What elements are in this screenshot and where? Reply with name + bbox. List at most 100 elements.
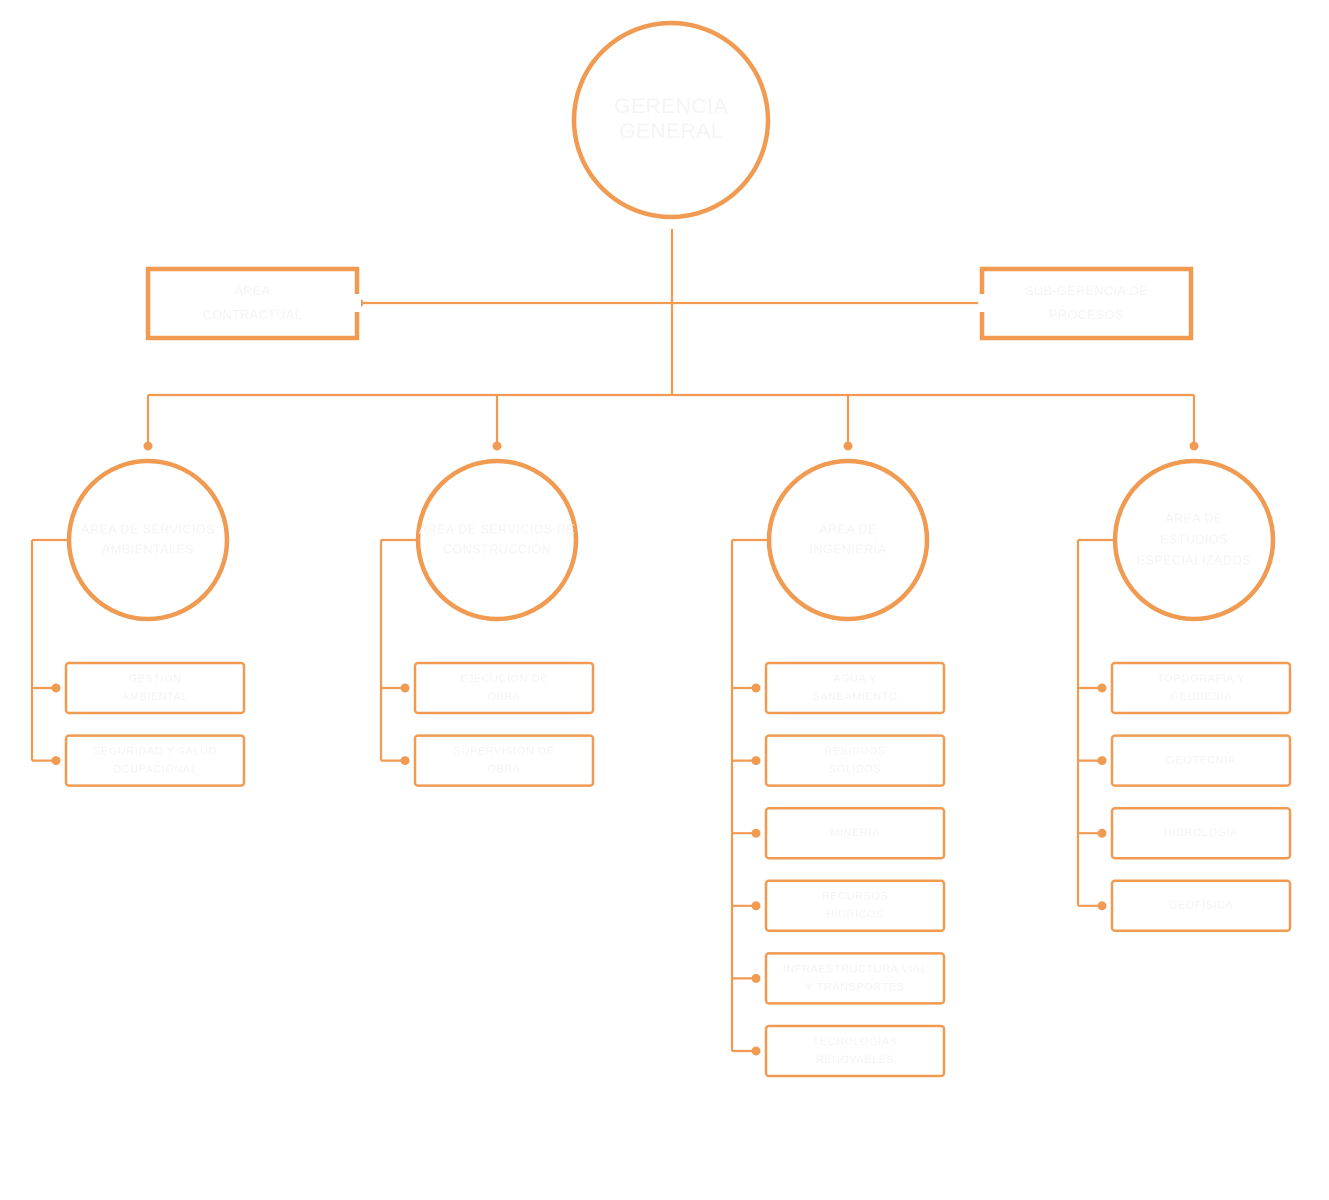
area-drop-dot	[843, 441, 853, 451]
area-node-4[interactable]: ÁREA DE ESTUDIOS ESPECIALIZADOS	[1112, 458, 1276, 622]
area-circle	[766, 458, 930, 622]
node-label-line: ÁREA DE	[819, 521, 877, 536]
staff-node-area-contractual[interactable]: ÁREA CONTRACTUAL	[145, 266, 361, 341]
area-circle	[415, 458, 579, 622]
area-node-1[interactable]: ÁREA DE SERVICIOS AMBIENTALES	[66, 458, 230, 622]
unit-branch-dot	[400, 683, 410, 693]
unit-branch-dot	[51, 756, 61, 766]
unit-branch-dot	[400, 756, 410, 766]
unit-node[interactable]: SEGURIDAD Y SALUD OCUPACIONAL	[64, 734, 246, 787]
node-label-line: MINERIA	[830, 827, 880, 839]
unit-box	[1110, 879, 1292, 933]
unit-branch-dot	[1097, 828, 1107, 838]
node-label-line: GENERAL	[619, 120, 723, 143]
unit-node[interactable]: EJECUCIÓN DE OBRA	[413, 661, 595, 715]
node-label-line: ÁREA DE	[1165, 510, 1223, 525]
unit-branch-dot	[751, 901, 761, 911]
unit-box	[413, 734, 595, 787]
node-label-line: AMBIENTAL	[122, 691, 188, 703]
area-node-3[interactable]: ÁREA DE INGENIERÍA	[766, 458, 930, 622]
staff-box-gap	[353, 294, 361, 312]
node-label-line: ÁREA	[234, 283, 270, 298]
node-label-line: SANEAMIENTO	[812, 691, 897, 703]
node-label-line: ÁREA DE SERVICIOS	[81, 521, 215, 536]
node-label-line: HIDROLOGÍA	[1164, 826, 1238, 839]
node-label-line: ESPECIALIZADOS	[1137, 553, 1252, 567]
area-node-2[interactable]: ÁREA DE SERVICIOS DE CONSTRUCCIÓN	[415, 458, 579, 622]
node-label-line: AGUA Y	[833, 673, 877, 685]
unit-node[interactable]: RECURSOS HÍDRICOS	[764, 879, 946, 933]
area-circle	[66, 458, 230, 622]
unit-box	[64, 661, 246, 715]
unit-box	[64, 734, 246, 787]
unit-box	[764, 1024, 946, 1078]
node-label-line: SUPERVISIÓN DE	[454, 745, 554, 758]
area-drop-dot	[143, 441, 153, 451]
node-label-line: Y TRANSPORTES	[806, 981, 905, 993]
node-label-line: OBRA	[487, 764, 520, 776]
unit-node[interactable]: MINERIA	[764, 806, 946, 860]
unit-node[interactable]: GESTIÓN AMBIENTAL	[64, 661, 246, 715]
unit-node[interactable]: SUPERVISIÓN DE OBRA	[413, 734, 595, 787]
unit-node[interactable]: TOPOGRAFÍA Y GEODESIA	[1110, 661, 1292, 715]
unit-branch-dot	[751, 828, 761, 838]
area-circle	[1112, 458, 1276, 622]
staff-box	[979, 266, 1194, 341]
node-label-line: SEGURIDAD Y SALUD	[93, 746, 217, 758]
unit-node[interactable]: RESIDUOS SÓLIDOS	[764, 734, 946, 787]
unit-branch-dot	[1097, 901, 1107, 911]
unit-box	[764, 879, 946, 933]
node-label-line: GEOFÍSICA	[1169, 899, 1234, 912]
connector-lines	[30, 229, 1199, 1056]
unit-box	[764, 952, 946, 1005]
unit-box	[1110, 734, 1292, 787]
node-label-line: SÓLIDOS	[829, 763, 881, 776]
node-label-line: ESTUDIOS	[1160, 532, 1228, 546]
unit-box	[413, 661, 595, 715]
node-label-line: RENOVABLES	[816, 1054, 895, 1066]
node-label-line: TOPOGRAFÍA Y	[1157, 672, 1245, 685]
node-label-line: RECURSOS	[822, 891, 888, 903]
node-label-line: INGENIERÍA	[809, 541, 886, 556]
node-label-line: AMBIENTALES	[102, 542, 194, 556]
staff-node-sub-gerencia-procesos[interactable]: SUB-GERENCIA DE PROCESOS	[978, 266, 1194, 341]
node-label-line: OBRA	[487, 691, 520, 703]
node-label-line: GESTIÓN	[128, 672, 181, 685]
unit-branch-dot	[1097, 756, 1107, 766]
node-label-line: GEOTECNIA	[1166, 755, 1235, 767]
unit-node[interactable]: AGUA Y SANEAMIENTO	[764, 661, 946, 715]
unit-branch-dot	[751, 683, 761, 693]
unit-branch-dot	[751, 973, 761, 983]
unit-box	[1110, 806, 1292, 860]
node-label-line: EJECUCIÓN DE	[460, 672, 548, 685]
node-label-line: PROCESOS	[1049, 308, 1124, 322]
unit-branch-dot	[751, 756, 761, 766]
unit-node[interactable]: HIDROLOGÍA	[1110, 806, 1292, 860]
node-label-line: GEODESIA	[1170, 691, 1232, 703]
unit-branch-dot	[1097, 683, 1107, 693]
unit-node[interactable]: GEOTECNIA	[1110, 734, 1292, 787]
node-label-line: CONTRACTUAL	[203, 308, 302, 322]
staff-box	[145, 266, 360, 341]
staff-box-gap	[978, 294, 986, 312]
unit-box	[764, 734, 946, 787]
node-label-line: OCUPACIONAL	[113, 764, 198, 776]
root-circle	[571, 20, 771, 220]
unit-box	[1110, 661, 1292, 715]
unit-box	[764, 661, 946, 715]
unit-branch-dot	[51, 683, 61, 693]
unit-node[interactable]: GEOFÍSICA	[1110, 879, 1292, 933]
node-label-line: RESIDUOS	[824, 746, 885, 758]
node-label-line: CONSTRUCCIÓN	[443, 541, 551, 556]
area-drop-dot	[492, 441, 502, 451]
node-label-line: SUB-GERENCIA DE	[1025, 284, 1148, 298]
node-label-line: ÁREA DE SERVICIOS DE	[419, 521, 575, 536]
node-label-line: HÍDRICOS	[826, 908, 884, 921]
unit-box	[764, 806, 946, 860]
unit-branch-dot	[751, 1046, 761, 1056]
